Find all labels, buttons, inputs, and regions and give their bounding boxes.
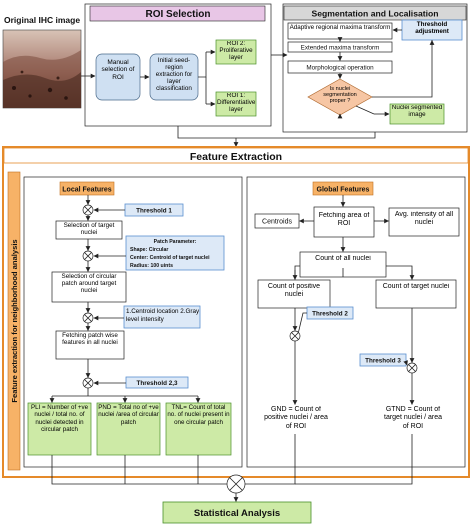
selection-target-text: Selection of target nuclei — [63, 222, 115, 237]
fetch-area-box — [313, 206, 375, 238]
count-all-text: Count of all nuclei — [315, 255, 371, 262]
count-target-text: Count of target nuclei — [382, 283, 450, 290]
patch-parameter-box — [125, 235, 225, 271]
local-features-title: Local Features — [62, 187, 112, 194]
features-list-text: 1.Centroid location 2.Gray level intensi… — [126, 308, 200, 323]
junction-local-4 — [82, 377, 94, 389]
original-image-label: Original IHC image — [4, 15, 80, 25]
threshold1-text: Threshold 1 — [136, 208, 172, 215]
tnl-text: TNL= Count of total no. of nuclei presen… — [167, 404, 230, 426]
roi-selection-panel: ROI Selection Manual selection of ROI In… — [81, 3, 272, 127]
patch-param-title: Patch Parameter: — [154, 239, 197, 245]
junction-final — [226, 474, 246, 494]
threshold23-text: Threshold 2,3 — [137, 380, 178, 387]
roi2-text: ROI 2: Proliferative layer — [219, 41, 253, 61]
threshold23-box — [125, 376, 189, 389]
manual-roi-text: Manual selection of ROI — [101, 59, 135, 81]
decision-text: Is nuclei segmentation proper ? — [323, 86, 357, 105]
count-positive-box — [257, 279, 331, 309]
junction-local-1 — [82, 204, 94, 216]
junction-local-3 — [82, 312, 94, 324]
selection-target-box — [55, 220, 123, 240]
selection-circular-text: Selection of circular patch around targe… — [61, 273, 117, 295]
roi2-box — [215, 39, 257, 65]
adaptive-text: Adaptive regional maxima transform — [289, 23, 391, 31]
count-positive-text: Count of positive nuclei — [267, 283, 321, 299]
nuclei-segmented-text: Nuclei segmented image — [391, 105, 443, 118]
fetch-patch-box — [55, 330, 125, 360]
fetch-area-text: Fetching area of ROI — [318, 212, 370, 228]
fetch-patch-text: Fetching patch wise features in all nucl… — [62, 332, 118, 347]
avg-intensity-text: Avg. intensity of all nuclei — [394, 211, 454, 227]
neighborhood-side-label: Feature extraction for neighborhood anal… — [10, 239, 19, 402]
centroids-box — [254, 213, 300, 229]
final-merge: Statistical Analysis — [51, 434, 413, 524]
avg-intensity-box — [388, 207, 460, 237]
threshold3-text: Threshold 3 — [365, 358, 401, 365]
pnd-box — [96, 402, 161, 456]
feature-extraction-title: Feature Extraction — [190, 151, 282, 163]
patch-shape: Shape: Circular — [130, 247, 168, 253]
junction-global-2 — [406, 362, 418, 374]
nuclei-segmented-box — [389, 103, 445, 125]
junction-global-1 — [289, 330, 301, 342]
segmentation-panel: Segmentation and Localisation Adaptive r… — [271, 3, 468, 133]
roi-selection-title: ROI Selection — [145, 9, 210, 20]
gnd-text: GND = Count of positive nuclei / area of… — [264, 406, 328, 430]
ihc-tissue-image — [2, 29, 82, 109]
features-list-box — [123, 305, 201, 329]
threshold-adjustment-text: Threshold adjustment — [415, 21, 449, 36]
roi1-box — [215, 91, 257, 117]
count-target-box — [375, 279, 457, 309]
gtnd-text: GTND = Count of target nuclei / area of … — [384, 406, 442, 430]
extended-text: Extended maxima transform — [301, 45, 380, 52]
junction-local-2 — [82, 250, 94, 262]
patch-radius: Radius: 100 uints — [130, 263, 173, 269]
global-features-title: Global Features — [317, 187, 370, 194]
initial-seed-text: Initial seed-region extraction for layer… — [155, 57, 193, 93]
tnl-box — [165, 402, 232, 456]
centroids-text: Centroids — [262, 219, 292, 226]
selection-circular-box — [51, 271, 127, 303]
threshold3-box — [359, 353, 407, 367]
feature-extraction-panel: Feature Extraction Feature extraction fo… — [2, 146, 470, 478]
statistical-analysis-text: Statistical Analysis — [194, 508, 280, 519]
patch-center: Center: Centroid of target nuclei — [130, 255, 210, 261]
segmentation-title: Segmentation and Localisation — [311, 9, 438, 19]
morph-text: Morphological operation — [306, 65, 374, 72]
pnd-text: PND = Total no of +ve nuclei /area of ci… — [98, 404, 159, 426]
original-image-section: Original IHC image — [2, 15, 82, 109]
statistical-analysis-box — [162, 501, 312, 524]
threshold2-text: Threshold 2 — [312, 311, 348, 318]
pli-text: PLI = Number of +ve nuclei / total no. o… — [30, 404, 89, 433]
roi1-text: ROI 1: Differentiative layer — [217, 93, 255, 113]
pli-box — [27, 402, 92, 456]
